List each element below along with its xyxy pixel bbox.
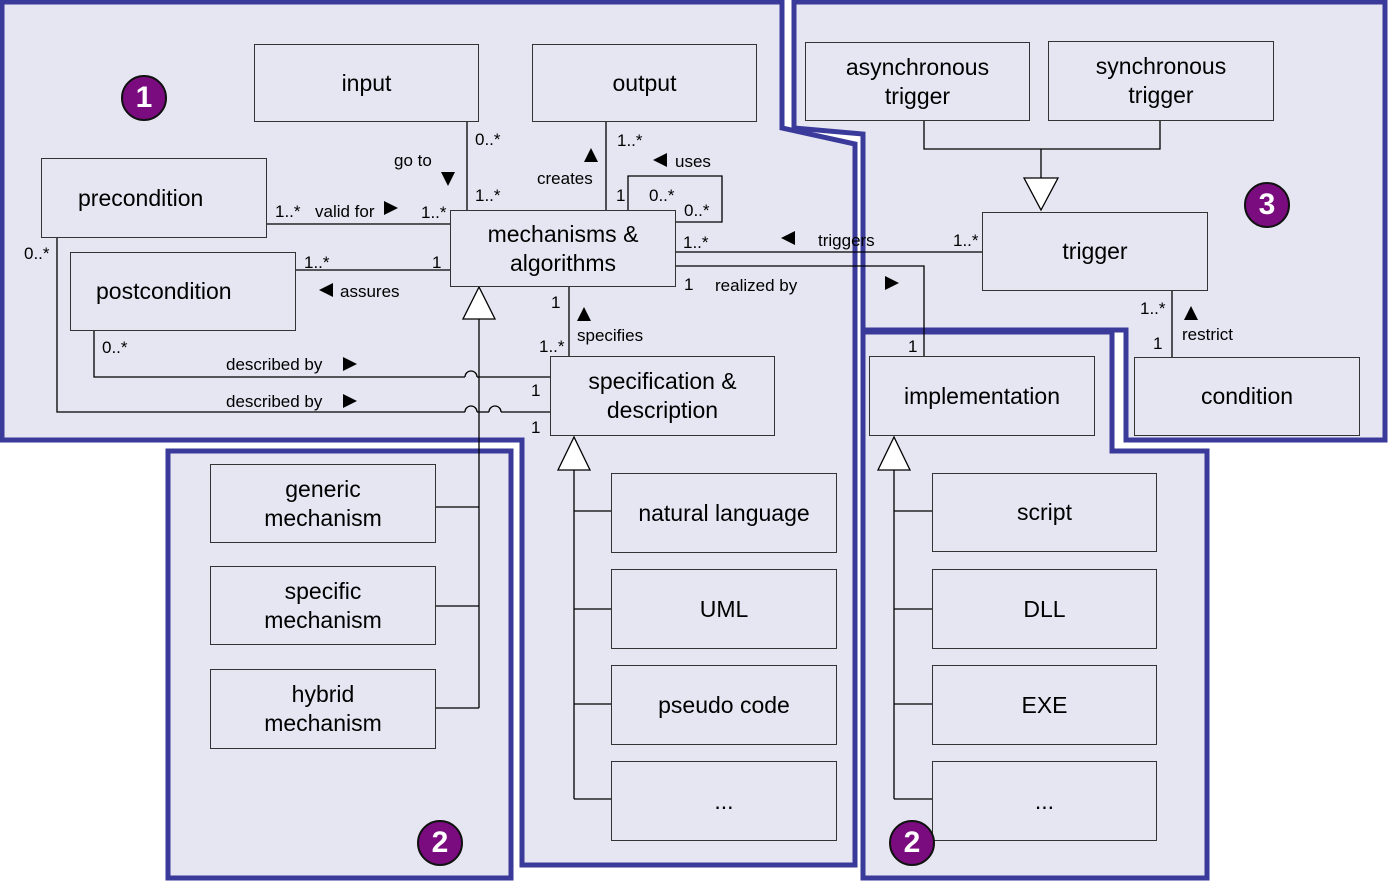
label-assures: assures — [340, 282, 400, 301]
label-uses: uses — [675, 152, 711, 171]
class-asynchronous-trigger: asynchronous trigger — [805, 42, 1030, 121]
class-output: output — [532, 44, 757, 122]
specification-generalization-arrow — [556, 435, 592, 471]
label-described-by-2: described by — [226, 392, 323, 411]
mult-trigger-mech: 1..* — [953, 231, 979, 250]
label-described-by-1: described by — [226, 355, 323, 374]
class-impl-more: ... — [932, 761, 1157, 841]
class-hybrid-mechanism: hybrid mechanism — [210, 669, 436, 749]
class-synchronous-trigger: synchronous trigger — [1048, 41, 1274, 121]
triggers-arrow-icon — [781, 231, 795, 245]
mult-post-assures: 1..* — [304, 253, 330, 272]
mult-uses-a: 0..* — [649, 186, 675, 205]
class-pseudo-code: pseudo code — [611, 665, 837, 745]
class-dll: DLL — [932, 569, 1157, 649]
class-condition: condition — [1134, 357, 1360, 436]
class-specific-mechanism: specific mechanism — [210, 566, 436, 645]
specifies-arrow-icon — [577, 307, 591, 321]
mult-mech-triggers: 1..* — [683, 233, 709, 252]
class-trigger: trigger — [982, 212, 1208, 291]
mult-impl-realized: 1 — [908, 337, 918, 356]
class-generic-mechanism: generic mechanism — [210, 464, 436, 543]
mult-uses-b: 0..* — [684, 201, 710, 220]
mult-post-desc: 0..* — [102, 338, 128, 357]
label-restrict: restrict — [1182, 325, 1233, 344]
mult-spec-mech: 1..* — [539, 337, 565, 356]
mult-mech-assures: 1 — [432, 253, 442, 272]
label-valid-for: valid for — [315, 202, 375, 221]
described-by-2-arrow-icon — [343, 394, 357, 408]
valid-for-arrow-icon — [384, 201, 398, 215]
described-by-1-arrow-icon — [343, 357, 357, 371]
mult-output-end: 1..* — [617, 131, 643, 150]
mult-mech-valid: 1..* — [421, 203, 447, 222]
badge-region-1: 1 — [121, 75, 167, 121]
region-2-left — [165, 448, 514, 881]
class-natural-language: natural language — [611, 473, 837, 553]
badge-region-3: 3 — [1244, 182, 1290, 228]
mult-mech-spec: 1 — [551, 293, 561, 312]
class-precondition: precondition — [41, 158, 267, 238]
class-specification-description: specification & description — [550, 356, 775, 436]
mult-condition-restrict: 1 — [1153, 334, 1163, 353]
label-go-to: go to — [394, 151, 432, 170]
mult-input-mech: 1..* — [475, 186, 501, 205]
label-specifies: specifies — [577, 326, 644, 345]
realized-by-arrow-icon — [885, 276, 899, 290]
assures-arrow-icon — [319, 283, 333, 297]
class-spec-more: ... — [611, 761, 837, 841]
badge-region-2-left: 2 — [417, 820, 463, 866]
label-realized-by: realized by — [715, 276, 798, 295]
mult-mech-realized: 1 — [684, 275, 694, 294]
mult-pre-valid: 1..* — [275, 202, 301, 221]
mult-desc-1: 1 — [531, 381, 541, 400]
mult-desc-2: 1 — [531, 418, 541, 437]
mult-trigger-restrict: 1..* — [1140, 299, 1166, 318]
connector-lines — [56, 121, 1173, 800]
mult-input-end: 0..* — [475, 130, 501, 149]
implementation-generalization-arrow — [876, 435, 912, 471]
label-triggers: triggers — [818, 231, 875, 250]
restrict-arrow-icon — [1184, 306, 1198, 320]
class-mechanisms-algorithms: mechanisms & algorithms — [450, 210, 676, 287]
class-implementation: implementation — [869, 356, 1095, 436]
uses-arrow-icon — [653, 153, 667, 167]
go-to-arrow-icon — [441, 172, 455, 186]
mult-pre-desc: 0..* — [24, 244, 50, 263]
class-input: input — [254, 44, 479, 122]
label-creates: creates — [537, 169, 593, 188]
mult-output-mech: 1 — [616, 186, 626, 205]
creates-arrow-icon — [584, 148, 598, 162]
mechanism-generalization-arrow — [461, 285, 497, 320]
trigger-generalization-arrow — [1022, 177, 1060, 212]
class-postcondition: postcondition — [70, 252, 296, 331]
class-exe: EXE — [932, 665, 1157, 745]
class-script: script — [932, 473, 1157, 552]
class-uml: UML — [611, 569, 837, 649]
badge-region-2-right: 2 — [889, 820, 935, 866]
